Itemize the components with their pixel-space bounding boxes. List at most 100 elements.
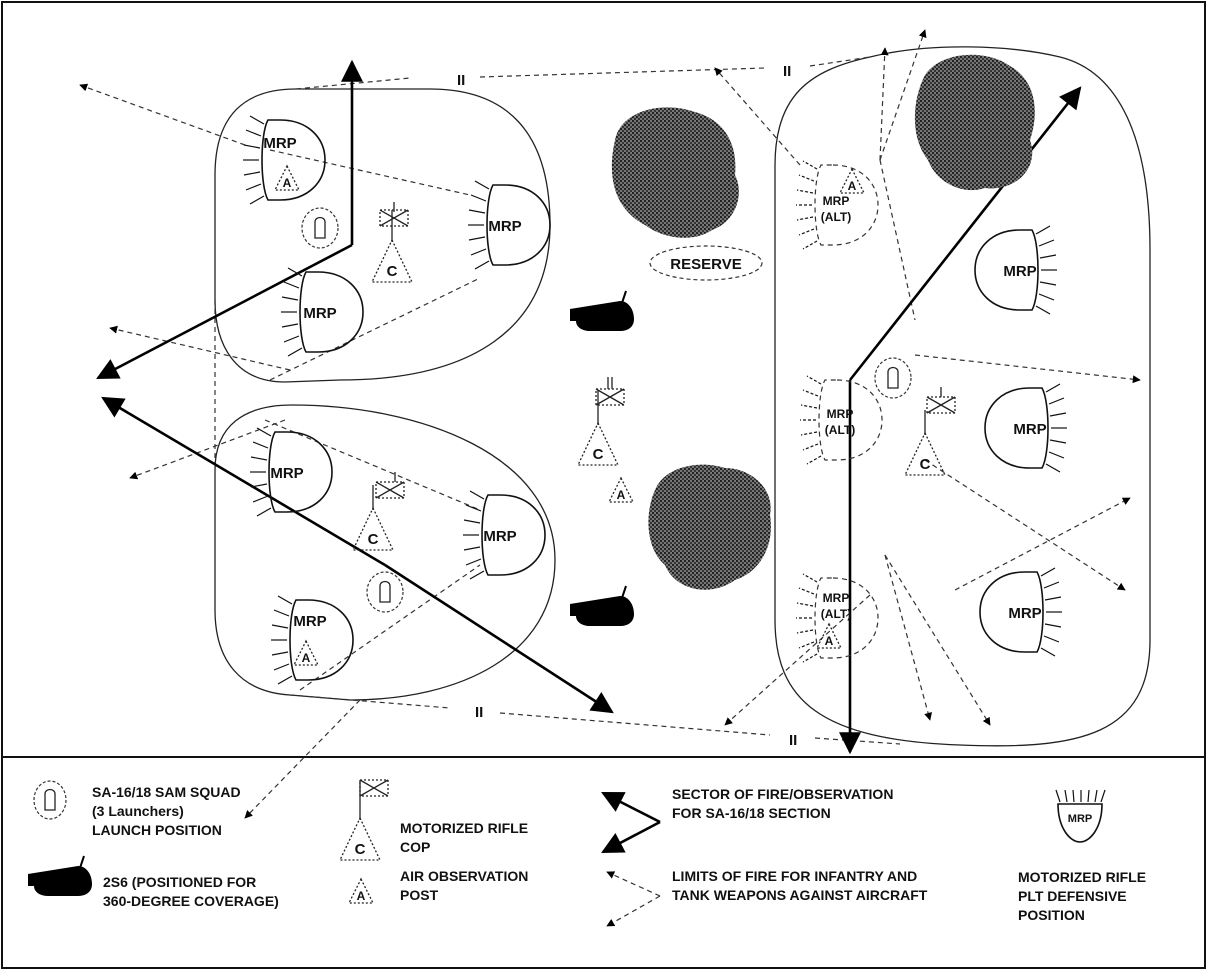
svg-text:A: A — [617, 488, 626, 502]
limit-of-fire-arrow — [954, 497, 1131, 591]
company-area-right — [774, 46, 1151, 747]
mrp-label: MRP — [1008, 605, 1041, 622]
limit-of-fire-arrow — [109, 325, 291, 371]
legend-cop-line1: MOTORIZED RIFLE — [400, 820, 528, 836]
limit-of-fire-arrow — [879, 47, 889, 161]
motorized-rifle-cop: C — [370, 202, 414, 283]
boundary-marker: II — [475, 704, 483, 721]
limit-of-fire-line — [269, 277, 481, 381]
limit-of-fire-arrow — [244, 699, 361, 819]
motorized-rifle-cop: C — [576, 377, 625, 466]
limit-of-fire-arrow — [884, 554, 932, 721]
mrp-alt-position: MRP (ALT) — [800, 375, 883, 465]
sam-squad-launch-position — [366, 571, 404, 613]
svg-text:C: C — [593, 446, 604, 463]
legend-sam-line3: LAUNCH POSITION — [92, 822, 222, 838]
limit-of-fire-arrow — [884, 554, 991, 726]
svg-text:A: A — [283, 176, 292, 190]
limit-of-fire-line — [299, 564, 481, 691]
mrp-alt-label: (ALT) — [825, 423, 855, 437]
sam-squad-launch-position — [874, 357, 912, 399]
limit-of-fire-line — [264, 419, 481, 511]
mrp-alt-label: (ALT) — [821, 607, 851, 621]
air-observation-post: A — [838, 167, 866, 194]
air-observation-post: A — [273, 164, 301, 191]
reserve-label: RESERVE — [670, 256, 741, 273]
air-observation-post: A — [607, 476, 635, 503]
wooded-area — [648, 464, 771, 590]
mrp-label: MRP — [1013, 421, 1046, 438]
mrp-alt-label: MRP — [823, 591, 850, 605]
limit-of-fire-arrow — [924, 459, 1126, 591]
boundary-marker: II — [783, 63, 791, 80]
legend-sam-line1: SA-16/18 SAM SQUAD — [92, 784, 241, 800]
svg-text:C: C — [368, 531, 379, 548]
mrp-position: MRP — [281, 267, 364, 357]
mrp-alt-position: MRP (ALT) — [796, 573, 879, 663]
limit-of-fire-arrow — [724, 594, 871, 726]
mrp-position: MRP — [979, 567, 1062, 657]
legend-limits-symbol — [606, 871, 661, 927]
boundary-marker: II — [789, 732, 797, 749]
legend-mrp-symbol: MRP — [1055, 789, 1106, 843]
air-observation-post: A — [815, 622, 843, 649]
mrp-label: MRP — [483, 528, 516, 545]
mrp-alt-label: MRP — [823, 194, 850, 208]
svg-text:C: C — [920, 456, 931, 473]
limit-of-fire-arrow — [714, 67, 801, 166]
2s6-vehicle — [570, 585, 634, 626]
legend-cop-symbol: C — [338, 779, 389, 861]
mrp-label: MRP — [1003, 263, 1036, 280]
sector-arrow — [384, 563, 614, 714]
mrp-position: MRP — [984, 383, 1067, 473]
legend-air-obs-line2: POST — [400, 887, 439, 903]
svg-text:A: A — [357, 889, 366, 903]
wooded-area — [611, 107, 739, 238]
legend-mrp-line3: POSITION — [1018, 907, 1085, 923]
motorized-rifle-cop: C — [903, 387, 956, 476]
limit-of-fire-arrow — [879, 29, 927, 161]
svg-text:C: C — [387, 263, 398, 280]
mrp-alt-label: MRP — [827, 407, 854, 421]
svg-text:A: A — [302, 651, 311, 665]
mrp-label: MRP — [488, 218, 521, 235]
sam-squad-launch-position — [301, 207, 339, 249]
sector-arrow — [96, 243, 353, 380]
mrp-position: MRP — [243, 115, 326, 205]
boundary-top-right — [809, 56, 871, 67]
sector-of-fire-lines — [96, 59, 1082, 755]
limit-of-fire-line — [269, 149, 471, 196]
svg-text:C: C — [355, 841, 366, 858]
legend-mrp-symbol-label: MRP — [1068, 813, 1092, 825]
legend-cop-line2: COP — [400, 839, 430, 855]
legend-sector-symbol — [601, 791, 661, 854]
svg-text:A: A — [825, 634, 834, 648]
legend-air-obs-symbol: A — [347, 877, 375, 904]
mrp-alt-position: MRP (ALT) — [796, 160, 879, 250]
mrp-label: MRP — [293, 613, 326, 630]
legend-2s6-line2: 360-DEGREE COVERAGE) — [103, 893, 279, 909]
legend-sam-line2: (3 Launchers) — [92, 803, 184, 819]
limits-of-fire-lines — [79, 29, 1141, 819]
legend-2s6-line1: 2S6 (POSITIONED FOR — [103, 874, 256, 890]
wooded-area — [914, 54, 1035, 191]
motorized-rifle-cop: C — [351, 472, 405, 551]
boundary-bottom-mid — [499, 712, 771, 736]
boundary-marker: II — [457, 72, 465, 89]
svg-text:A: A — [848, 179, 857, 193]
2s6-vehicle — [570, 290, 634, 331]
legend-mrp-line2: PLT DEFENSIVE — [1018, 888, 1127, 904]
mrp-position: MRP — [250, 427, 333, 517]
legend: SA-16/18 SAM SQUAD (3 Launchers) LAUNCH … — [28, 779, 1146, 927]
air-observation-post: A — [292, 639, 320, 666]
legend-sector-line1: SECTOR OF FIRE/OBSERVATION — [672, 786, 893, 802]
mrp-position: MRP — [468, 180, 551, 270]
legend-sam-symbol — [33, 780, 67, 820]
legend-sector-line2: FOR SA-16/18 SECTION — [672, 805, 831, 821]
sector-arrow — [101, 396, 386, 567]
mrp-position: MRP — [974, 225, 1057, 315]
limit-of-fire-arrow — [914, 354, 1141, 384]
